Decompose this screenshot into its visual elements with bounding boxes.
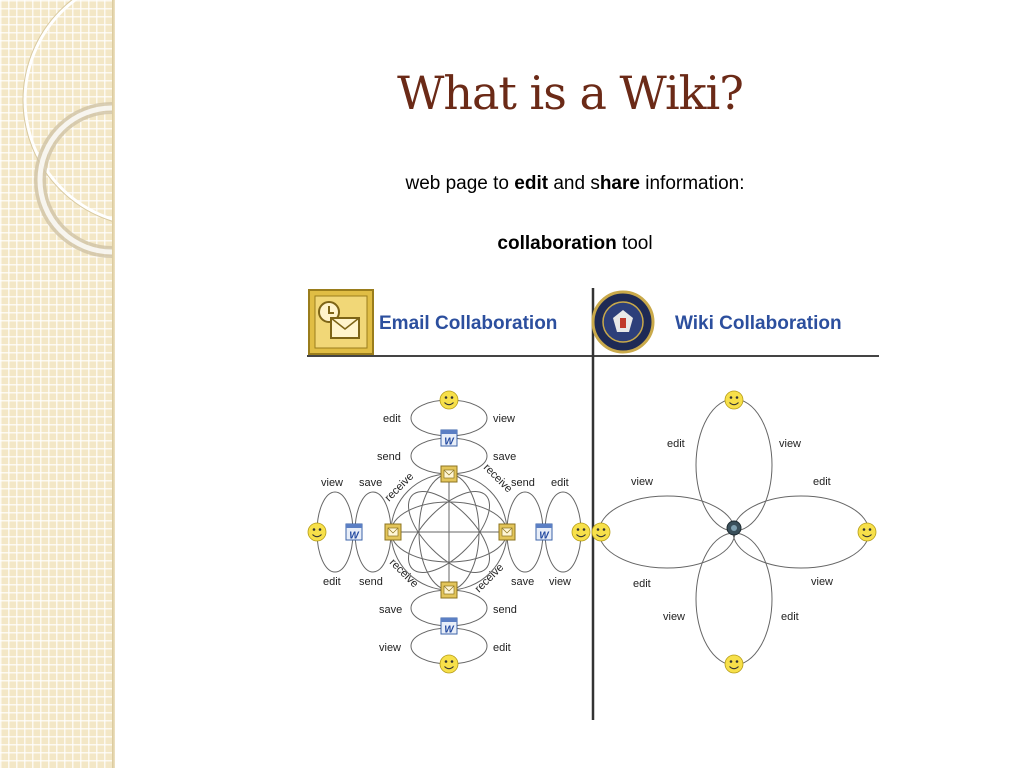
email-label: edit xyxy=(493,642,511,654)
email-label: view xyxy=(549,576,571,588)
email-label: send xyxy=(493,604,517,616)
subtitle-bold-share: hare xyxy=(599,173,640,194)
slide-title: What is a Wiki? xyxy=(397,66,744,120)
side-panel-edge xyxy=(112,0,115,768)
word-document-icon xyxy=(440,617,458,636)
email-label: save xyxy=(511,576,534,588)
slide-tagline: collaboration tool xyxy=(300,233,850,255)
wiki-collaboration-heading: Wiki Collaboration xyxy=(675,313,842,334)
decorative-rings xyxy=(22,0,112,258)
tagline-bold-collaboration: collaboration xyxy=(497,233,617,254)
wiki-label: edit xyxy=(813,476,831,488)
smiley-face-icon xyxy=(439,390,459,410)
email-label: save xyxy=(379,604,402,616)
smiley-face-icon xyxy=(307,522,327,542)
collaboration-diagram: W Email Collaboration Wiki Collaboration xyxy=(307,288,879,720)
email-label: send xyxy=(511,477,535,489)
word-document-icon xyxy=(440,429,458,448)
email-envelope-icon xyxy=(384,523,402,541)
smiley-face-icon xyxy=(571,522,591,542)
smiley-face-icon xyxy=(857,522,877,542)
email-label: edit xyxy=(383,413,401,425)
wiki-label: view xyxy=(811,576,833,588)
word-document-icon xyxy=(535,523,553,542)
tagline-text-post: tool xyxy=(616,233,653,254)
wiki-server-icon xyxy=(726,520,742,536)
smiley-face-icon xyxy=(724,654,744,674)
wiki-labels: edit view view edit edit view view edit xyxy=(631,438,833,623)
email-envelope-icon xyxy=(440,465,458,483)
subtitle-text-mid: and s xyxy=(548,173,600,194)
smiley-face-icon xyxy=(724,390,744,410)
email-envelope-icon xyxy=(308,289,374,355)
subtitle-text-post: information: xyxy=(639,173,745,194)
email-label: save xyxy=(359,477,382,489)
email-label: send xyxy=(377,451,401,463)
seal-emblem-icon xyxy=(591,290,655,354)
email-label: save xyxy=(493,451,516,463)
email-label: view xyxy=(321,477,343,489)
wiki-label: view xyxy=(779,438,801,450)
decorative-side-panel xyxy=(0,0,112,768)
wiki-label: edit xyxy=(781,611,799,623)
email-collaboration-heading: Email Collaboration xyxy=(379,313,557,334)
email-label: view xyxy=(493,413,515,425)
wiki-nodes xyxy=(591,390,877,674)
wiki-label: edit xyxy=(633,578,651,590)
email-label: send xyxy=(359,576,383,588)
smiley-face-icon xyxy=(439,654,459,674)
email-label: edit xyxy=(323,576,341,588)
word-document-icon xyxy=(345,523,363,542)
wiki-label: view xyxy=(663,611,685,623)
wiki-label: edit xyxy=(667,438,685,450)
email-envelope-icon xyxy=(440,581,458,599)
wiki-label: view xyxy=(631,476,653,488)
email-envelope-icon xyxy=(498,523,516,541)
subtitle-text-pre: web page to xyxy=(405,173,515,194)
slide-subtitle: web page to edit and share information: xyxy=(300,173,850,195)
email-label: edit xyxy=(551,477,569,489)
smiley-face-icon xyxy=(591,522,611,542)
email-label: view xyxy=(379,642,401,654)
subtitle-bold-edit: edit xyxy=(514,173,549,194)
